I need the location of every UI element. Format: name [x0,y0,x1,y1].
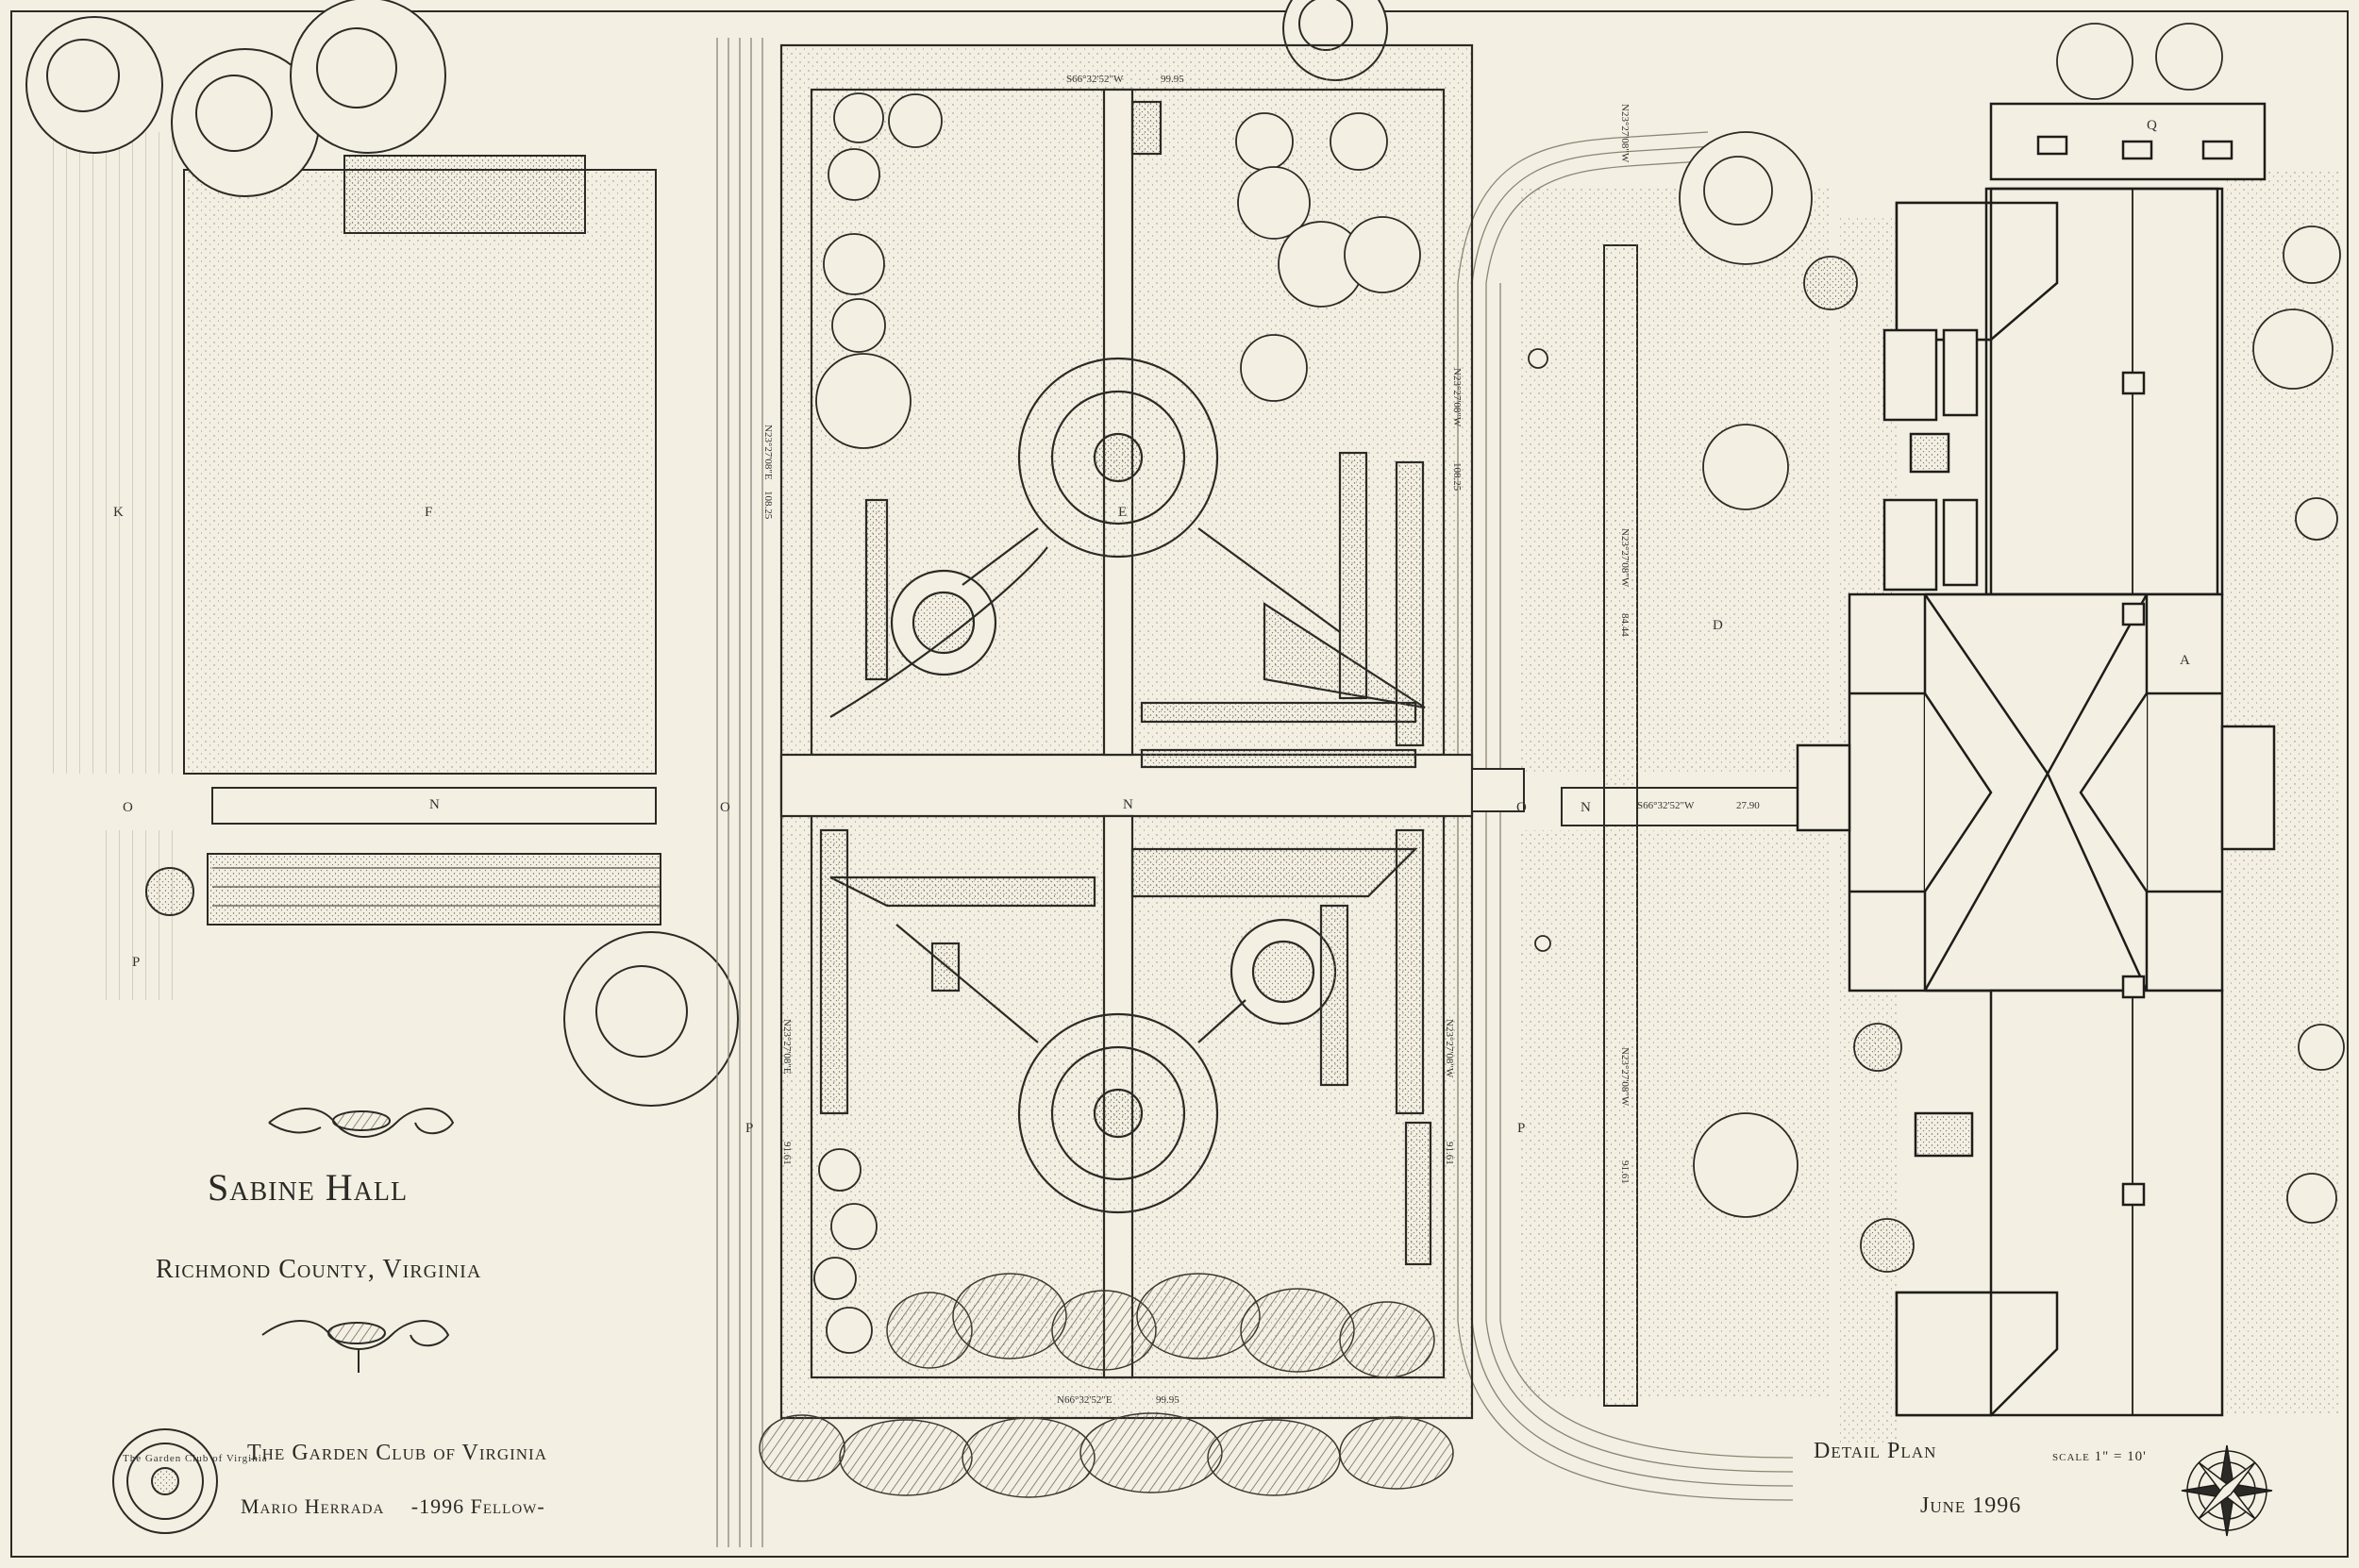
area-label-road-center: O [720,800,730,815]
sheet-border [10,10,2349,1558]
location-label: Richmond County, Virginia [156,1255,482,1284]
area-label-road-west: O [123,800,133,815]
bearing-left-upper-distance: 108.25 [762,491,774,520]
contour-lines [716,38,1794,1547]
lawn-trees [1528,23,2345,1273]
fellowship-label: -1996 Fellow- [410,1494,545,1518]
west-contour-band [42,132,184,774]
area-label-walk-center: N [1123,797,1133,812]
plan-label: Detail Plan [1814,1439,1937,1463]
map-title: Sabine Hall [208,1166,409,1209]
area-label-house: A [2180,653,2190,668]
terrace-lawn [183,169,657,775]
bearing-bottom-distance: 99.95 [1156,1394,1180,1406]
west-terrace [42,132,661,1000]
bearing-right-upper-distance: 108.25 [1451,462,1463,492]
plan-date: June 1996 [1920,1493,2022,1518]
scale-label: scale 1" = 10' [2052,1449,2147,1464]
bearing-walk: S66°32'52"W [1637,800,1695,811]
bearing-drive-mid-distance: 84.44 [1619,613,1631,637]
bearing-drive-lower-distance: 91.61 [1619,1160,1631,1184]
garden-trees [813,92,1421,1354]
area-label-terrace: F [425,505,433,520]
bearing-left-lower-distance: 91.61 [781,1142,793,1165]
area-label-road-east: O [1516,800,1527,815]
house [1796,102,2276,1417]
south-wing [1989,989,2224,1417]
bearing-top: S66°32'52"W [1066,74,1124,85]
area-label-walk-west: N [429,797,440,812]
bearing-walk-distance: 27.90 [1736,800,1760,811]
area-label-walk-east: N [1581,800,1591,815]
bearing-bottom: N66°32'52"E [1057,1394,1113,1406]
parterre-garden [779,43,1474,1420]
bearing-right-lower: N23°27'08"W [1444,1019,1455,1078]
bearing-drive-lower: N23°27'08"W [1619,1047,1631,1107]
seal-text: The Garden Club of Virginia [123,1453,268,1464]
author-line: Mario Herrada -1996 Fellow- [241,1494,545,1519]
bearing-drive-upper: N23°27'08"W [1619,104,1631,163]
large-trees-west [25,0,1388,1107]
terrace-walk [211,787,657,825]
area-label-outbuilding: Q [2147,118,2157,133]
area-label-west: K [113,505,124,520]
terrace-bench [343,155,586,234]
bearing-left-upper: N23°27'08"E [762,425,774,480]
bearing-right-lower-distance: 91.61 [1444,1142,1455,1165]
compass-rose [2181,1444,2273,1537]
organization-label: The Garden Club of Virginia [247,1441,547,1465]
author-name: Mario Herrada [241,1494,385,1518]
area-label-path-3: P [1517,1121,1526,1136]
area-label-garden: E [1118,505,1128,520]
flourishes [261,1108,455,1373]
terrace-hedge [207,853,661,926]
club-seal [112,1428,218,1534]
area-label-lawn: D [1713,618,1723,633]
shrub-mass [759,1273,1454,1498]
bearing-top-distance: 99.95 [1161,74,1184,85]
bearing-left-lower: N23°27'08"E [781,1019,793,1075]
bearing-right-upper: N23°27'08"W [1451,368,1463,427]
area-label-path-1: P [132,955,141,970]
area-label-path-2: P [745,1121,754,1136]
bearing-drive-mid: N23°27'08"W [1619,528,1631,588]
